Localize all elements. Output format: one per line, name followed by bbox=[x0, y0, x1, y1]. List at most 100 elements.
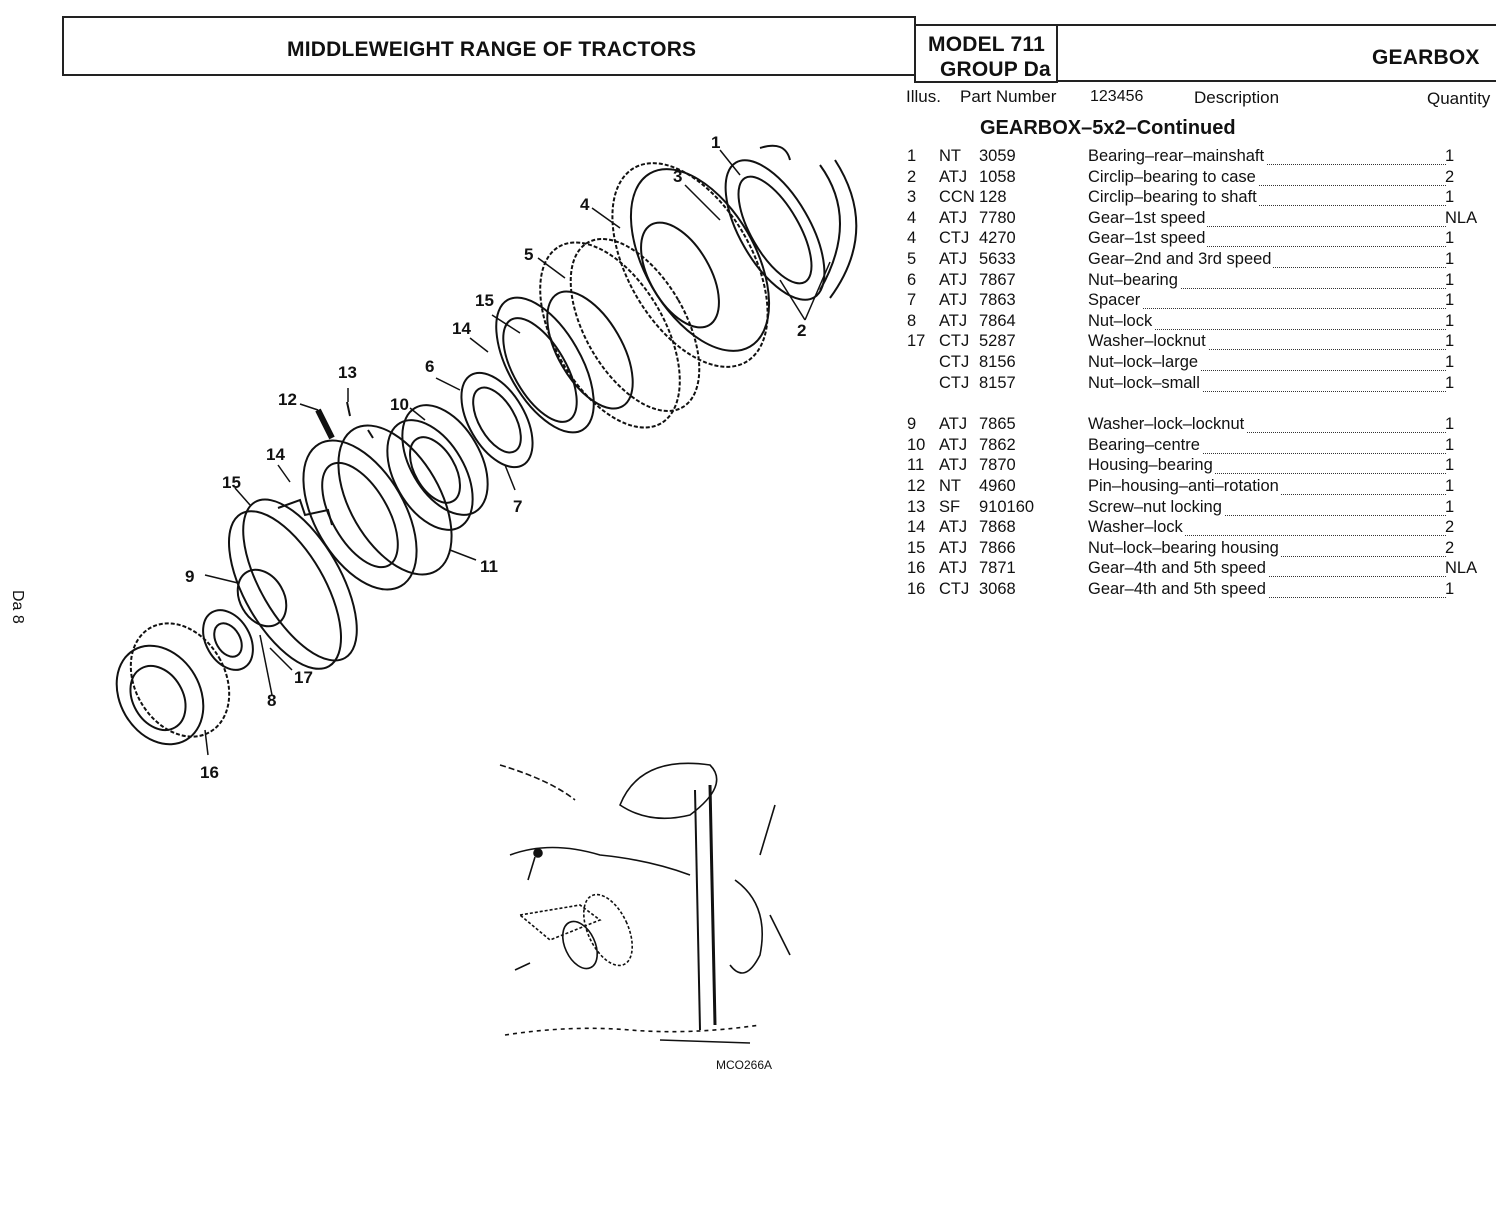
col-ref: 123456 bbox=[1090, 88, 1144, 105]
part-illus-number: 15 bbox=[907, 538, 926, 557]
callout-17: 17 bbox=[294, 668, 313, 687]
fourth-fifth-gear-shape bbox=[115, 622, 231, 746]
part-quantity: 1 bbox=[1445, 270, 1455, 289]
first-speed-gear-shape bbox=[611, 162, 771, 368]
part-description: Bearing–rear–mainshaft bbox=[1088, 147, 1267, 166]
part-illus-number: 16 bbox=[907, 580, 926, 598]
part-prefix: SF bbox=[939, 497, 961, 516]
part-prefix: CTJ bbox=[939, 580, 970, 598]
leader-dots bbox=[1088, 271, 1446, 289]
col-description: Description bbox=[1194, 88, 1280, 107]
part-number: 910160 bbox=[979, 497, 1035, 516]
part-description: Washer–locknut bbox=[1088, 332, 1208, 352]
part-number: 7862 bbox=[979, 435, 1016, 454]
pin-screw-shape bbox=[315, 401, 374, 440]
part-illus-number: 14 bbox=[907, 518, 926, 537]
part-illus-number: 10 bbox=[907, 435, 926, 454]
leader-dots bbox=[1088, 353, 1446, 371]
part-quantity: 1 bbox=[1445, 147, 1455, 165]
callout-6: 6 bbox=[425, 357, 434, 376]
callout-3: 3 bbox=[673, 167, 682, 186]
leader-dots bbox=[1088, 374, 1446, 392]
part-description: Gear–1st speed bbox=[1088, 208, 1208, 228]
part-quantity: 1 bbox=[1445, 353, 1455, 371]
part-quantity: 1 bbox=[1445, 477, 1455, 495]
part-number: 5287 bbox=[979, 332, 1016, 351]
callout-2: 2 bbox=[797, 321, 806, 340]
part-description: Gear–2nd and 3rd speed bbox=[1088, 250, 1274, 269]
part-illus-number: 5 bbox=[907, 250, 917, 268]
range-title: MIDDLEWEIGHT RANGE OF TRACTORS bbox=[287, 38, 697, 61]
part-quantity: 1 bbox=[1445, 373, 1455, 392]
part-quantity: 2 bbox=[1445, 167, 1455, 186]
part-quantity: 1 bbox=[1445, 580, 1455, 598]
callout-10: 10 bbox=[390, 395, 409, 414]
leader-dots bbox=[1088, 456, 1446, 475]
col-part-number: Part Number bbox=[960, 87, 1057, 106]
part-quantity: 1 bbox=[1445, 415, 1455, 434]
leader-dots bbox=[1088, 188, 1446, 207]
part-number: 4270 bbox=[979, 229, 1016, 248]
part-description: Circlip–bearing to shaft bbox=[1088, 188, 1259, 208]
part-description: Spacer bbox=[1088, 291, 1143, 311]
part-prefix: CTJ bbox=[939, 332, 970, 351]
callout-7: 7 bbox=[513, 497, 522, 516]
part-description: Nut–bearing bbox=[1088, 270, 1180, 290]
part-illus-number: 4 bbox=[907, 208, 917, 227]
part-illus-number: 2 bbox=[907, 167, 917, 186]
leader-dots bbox=[1088, 291, 1446, 310]
callout-16: 16 bbox=[200, 763, 219, 782]
callout-15a: 15 bbox=[475, 291, 494, 310]
part-prefix: ATJ bbox=[939, 456, 968, 475]
part-number: 7863 bbox=[979, 291, 1016, 310]
header-model-box bbox=[914, 24, 1058, 83]
part-quantity: 2 bbox=[1445, 538, 1455, 557]
callout-11: 11 bbox=[480, 557, 498, 576]
part-description: Gear–4th and 5th speed bbox=[1088, 559, 1268, 579]
part-number: 3068 bbox=[979, 580, 1016, 598]
callout-1: 1 bbox=[711, 133, 720, 152]
part-number: 5633 bbox=[979, 250, 1016, 268]
part-illus-number: 12 bbox=[907, 477, 926, 495]
part-illus-number: 17 bbox=[907, 332, 926, 351]
part-description: Housing–bearing bbox=[1088, 456, 1215, 476]
part-prefix: ATJ bbox=[939, 415, 968, 434]
part-description: Nut–lock–small bbox=[1088, 373, 1202, 393]
leader-dots bbox=[1088, 498, 1446, 516]
header-right-bottom-line bbox=[1057, 80, 1496, 82]
part-illus-number: 7 bbox=[907, 291, 917, 310]
tractor-location-sketch bbox=[499, 762, 791, 1044]
upper-locknut-shape bbox=[495, 296, 595, 434]
part-quantity: 1 bbox=[1445, 497, 1455, 516]
part-illus-number: 11 bbox=[907, 456, 925, 475]
second-third-gear-shape bbox=[539, 238, 701, 429]
part-number: 7864 bbox=[979, 311, 1016, 330]
part-number: 7867 bbox=[979, 270, 1016, 289]
part-quantity: 1 bbox=[1445, 250, 1455, 268]
part-illus-number: 9 bbox=[907, 415, 917, 434]
part-illus-number: 13 bbox=[907, 497, 926, 516]
part-quantity: 1 bbox=[1445, 291, 1455, 310]
leader-dots bbox=[1088, 332, 1446, 351]
callout-13: 13 bbox=[338, 363, 357, 382]
leader-dots bbox=[1088, 147, 1446, 165]
callout-leaders bbox=[204, 149, 831, 756]
lower-locknut-shape bbox=[228, 498, 358, 670]
part-quantity: 1 bbox=[1445, 311, 1455, 330]
callout-9: 9 bbox=[185, 567, 194, 586]
part-prefix: CCN bbox=[939, 188, 975, 207]
callout-14b: 14 bbox=[266, 445, 285, 464]
col-illus: Illus. bbox=[906, 87, 941, 106]
part-prefix: ATJ bbox=[939, 538, 968, 557]
part-number: 8156 bbox=[979, 353, 1016, 371]
